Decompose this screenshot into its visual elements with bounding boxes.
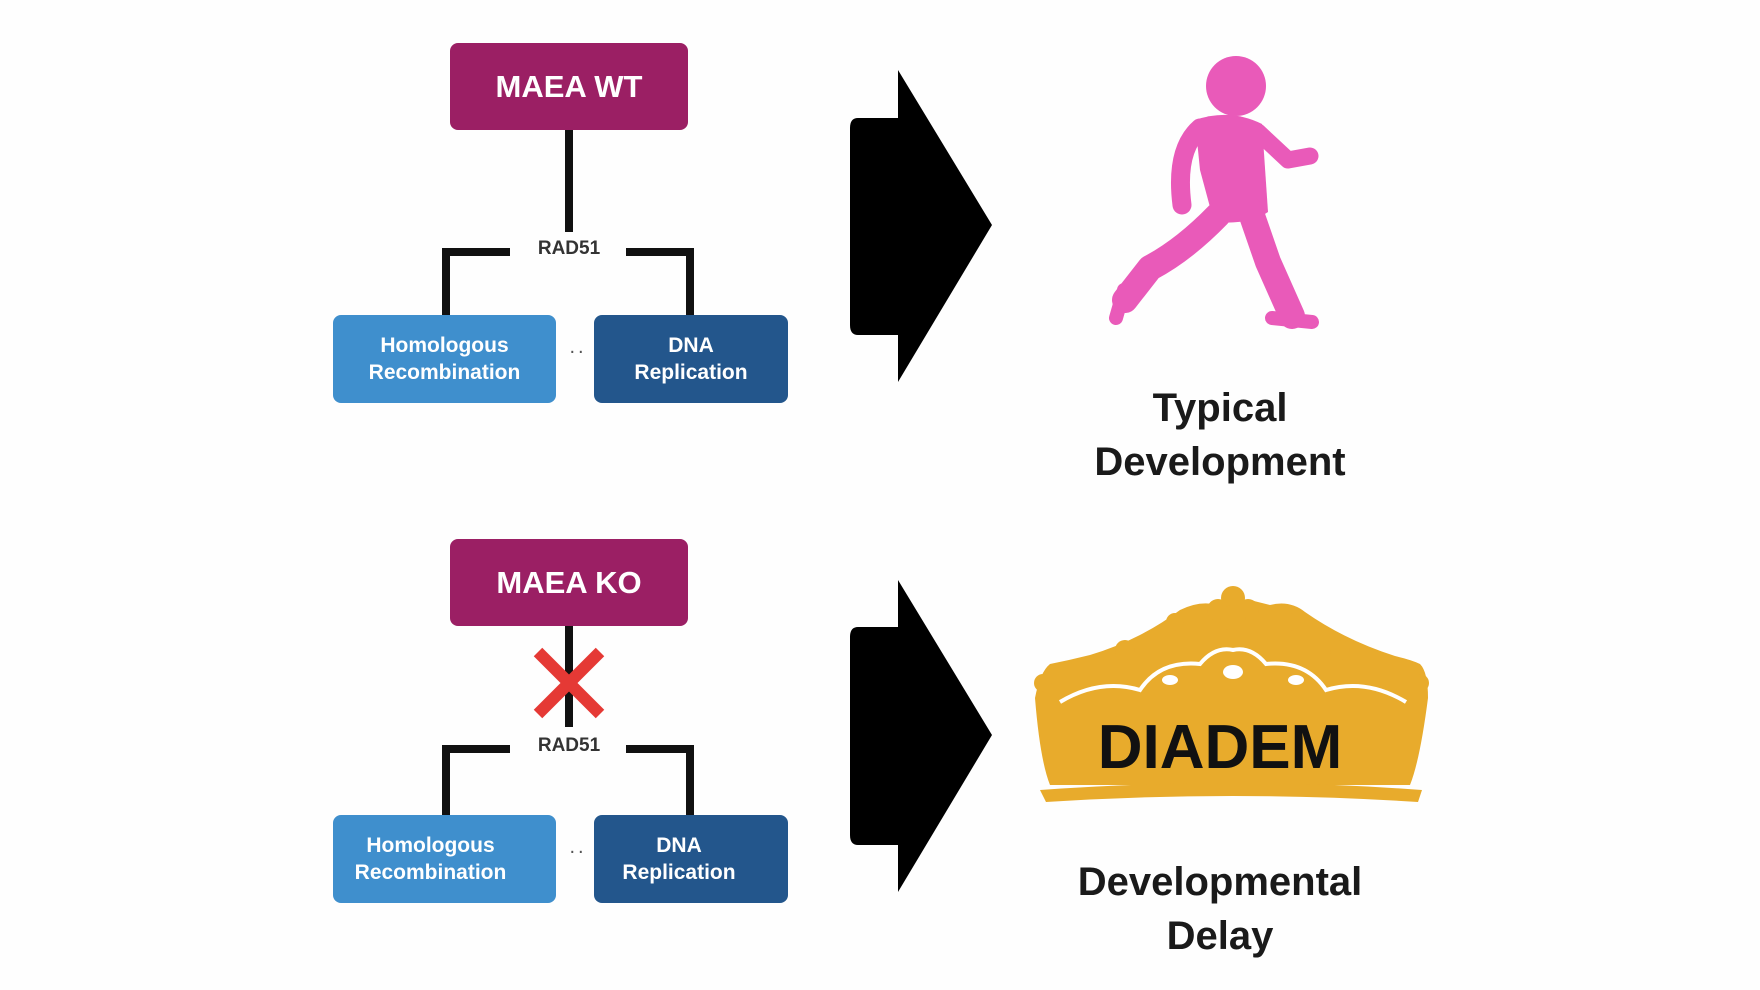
big-right-arrow-icon	[850, 70, 992, 382]
crown-decoration	[1058, 647, 1408, 704]
crown-icon	[1034, 586, 1429, 802]
developmental-delay-label: Developmental Delay	[1077, 860, 1363, 958]
dots-wt: ..	[569, 336, 587, 358]
maea-ko-box: MAEA KO	[450, 539, 688, 626]
diadem-label: DIADEM	[1097, 713, 1343, 782]
maea-wt-label: MAEA WT	[495, 68, 643, 104]
rad51-label-wt: RAD51	[537, 238, 601, 259]
ko-connectors	[442, 626, 694, 815]
maea-ko-label: MAEA KO	[496, 564, 642, 600]
dots-ko: ..	[569, 836, 587, 858]
homologous-recombination-box-wt: Homologous Recombination	[333, 315, 556, 403]
red-cross-icon	[533, 647, 605, 719]
dna-replication-box-ko: DNA Replication	[594, 815, 788, 903]
wt-connectors	[442, 130, 694, 315]
homologous-recombination-box-ko: Homologous Recombination	[333, 815, 556, 903]
dna-replication-label-ko: DNA Replication	[622, 834, 736, 884]
homologous-recombination-label-wt: Homologous Recombination	[368, 334, 521, 384]
typical-development-label: Typical Development	[1094, 386, 1346, 484]
maea-wt-box: MAEA WT	[450, 43, 688, 130]
dna-replication-label-wt: DNA Replication	[634, 334, 748, 384]
big-right-arrow-icon	[850, 580, 992, 892]
running-child-icon	[1109, 56, 1319, 329]
dna-replication-box-wt: DNA Replication	[594, 315, 788, 403]
homologous-recombination-label-ko: Homologous Recombination	[354, 834, 507, 884]
rad51-label-ko: RAD51	[537, 735, 601, 756]
